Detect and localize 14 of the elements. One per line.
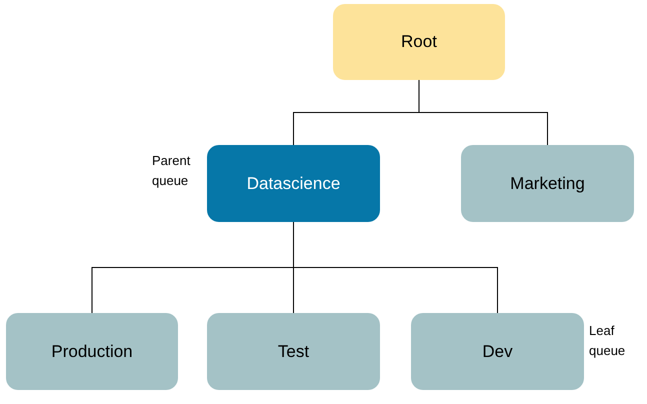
queue-box	[333, 4, 505, 80]
connector-line	[293, 222, 498, 314]
node-label: Datascience	[246, 174, 340, 194]
node-label: Marketing	[510, 174, 585, 194]
side-note: Parent queue	[152, 152, 192, 190]
node-label: Dev	[482, 342, 513, 362]
node-label: Test	[278, 342, 310, 362]
node-label: Production	[51, 342, 133, 362]
side-note: Leaf queue	[589, 322, 626, 360]
node-label: Root	[401, 32, 437, 52]
connector-line	[418, 80, 548, 146]
queue-box	[6, 313, 178, 390]
queue-box	[461, 145, 634, 222]
queue-box	[207, 313, 380, 390]
